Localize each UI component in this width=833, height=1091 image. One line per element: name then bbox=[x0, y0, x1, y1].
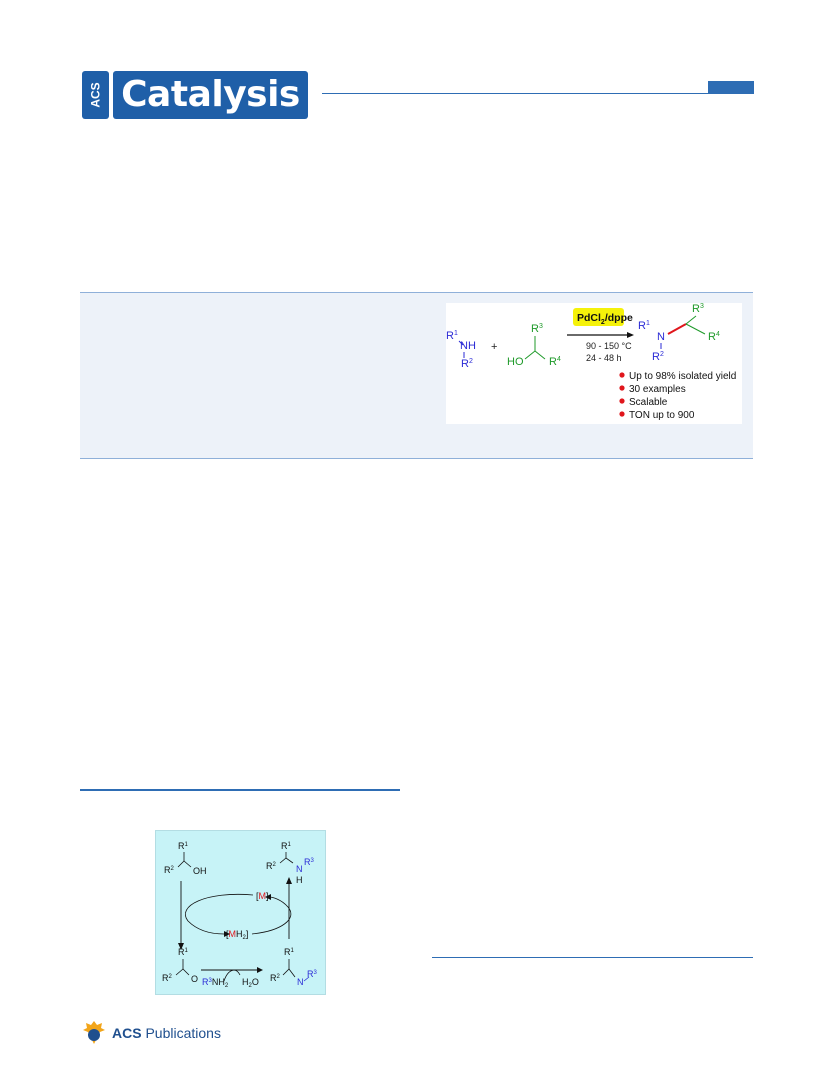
svg-text:R3: R3 bbox=[307, 969, 318, 979]
svg-text:R1: R1 bbox=[284, 947, 295, 957]
svg-text:R4: R4 bbox=[708, 331, 720, 343]
scheme-byproduct: H2O bbox=[242, 977, 259, 989]
temperature-label: 90 - 150 °C bbox=[586, 341, 632, 351]
catalyst-label: PdCl2/dppe bbox=[577, 312, 633, 326]
svg-text:R2: R2 bbox=[266, 861, 277, 871]
scheme-amine: R1 R2 N H R3 bbox=[266, 841, 315, 885]
scheme-imine: R1 R2 N R3 bbox=[270, 947, 318, 987]
borrowing-hydrogen-scheme: R1 R2 OH R1 R2 N H R3 [M] [MH2] bbox=[155, 830, 326, 995]
metal-catalyst: [M] bbox=[256, 891, 269, 901]
svg-text:Scalable: Scalable bbox=[629, 397, 668, 408]
left-column-rule bbox=[80, 789, 400, 791]
svg-text:30 examples: 30 examples bbox=[629, 384, 686, 395]
svg-text:R1: R1 bbox=[638, 320, 650, 332]
svg-text:R1: R1 bbox=[178, 841, 189, 851]
toc-graphic: R1 NH R2 + R3 HO R4 PdCl2/dppe 90 - 150 … bbox=[446, 303, 742, 424]
svg-text:R2: R2 bbox=[270, 973, 281, 983]
acs-mark: ACS bbox=[82, 71, 109, 119]
plus-sign: + bbox=[491, 341, 497, 353]
svg-text:R3: R3 bbox=[304, 857, 315, 867]
svg-text:R1: R1 bbox=[281, 841, 292, 851]
svg-text:R3: R3 bbox=[692, 303, 704, 315]
catalyst-highlight bbox=[573, 308, 624, 326]
header-rule bbox=[322, 93, 754, 94]
svg-text:N: N bbox=[296, 864, 303, 874]
acs-publications-brand: ACS Publications bbox=[82, 1018, 221, 1048]
journal-name: Catalysis bbox=[113, 71, 308, 119]
svg-text:R4: R4 bbox=[549, 356, 561, 368]
svg-text:R2: R2 bbox=[164, 865, 175, 875]
scheme-reagent: R3NH2 bbox=[202, 977, 229, 989]
alcohol-reactant: R3 HO R4 bbox=[507, 323, 561, 368]
result-bullets: Up to 98% isolated yield 30 examples Sca… bbox=[619, 371, 736, 421]
svg-text:NH: NH bbox=[460, 340, 476, 352]
svg-text:TON up to 900: TON up to 900 bbox=[629, 410, 695, 421]
svg-text:R1: R1 bbox=[178, 947, 189, 957]
journal-logo: ACS Catalysis bbox=[82, 71, 308, 119]
svg-text:HO: HO bbox=[507, 356, 524, 368]
header-tab bbox=[708, 81, 754, 94]
time-label: 24 - 48 h bbox=[586, 353, 622, 363]
svg-text:H: H bbox=[296, 875, 303, 885]
svg-text:R1: R1 bbox=[446, 330, 458, 342]
svg-text:N: N bbox=[657, 331, 665, 343]
amine-reactant: R1 NH R2 bbox=[446, 330, 476, 370]
svg-text:Up to 98% isolated yield: Up to 98% isolated yield bbox=[629, 371, 736, 382]
svg-text:N: N bbox=[297, 977, 304, 987]
scheme-alcohol: R1 R2 OH bbox=[164, 841, 207, 876]
svg-text:R2: R2 bbox=[162, 973, 173, 983]
amine-product: R3 R1 N R2 R4 bbox=[638, 303, 720, 363]
svg-text:R2: R2 bbox=[652, 351, 664, 363]
brand-acs: ACS bbox=[112, 1025, 142, 1041]
acs-publications-icon bbox=[83, 1021, 105, 1044]
svg-text:O: O bbox=[191, 974, 198, 984]
brand-publications: Publications bbox=[141, 1025, 221, 1041]
svg-text:R2: R2 bbox=[461, 358, 473, 370]
svg-text:R3: R3 bbox=[531, 323, 543, 335]
scheme-ketone: R1 R2 O bbox=[162, 947, 198, 984]
metal-hydride: [MH2] bbox=[226, 929, 248, 941]
svg-text:OH: OH bbox=[193, 866, 207, 876]
right-column-rule bbox=[432, 957, 753, 958]
